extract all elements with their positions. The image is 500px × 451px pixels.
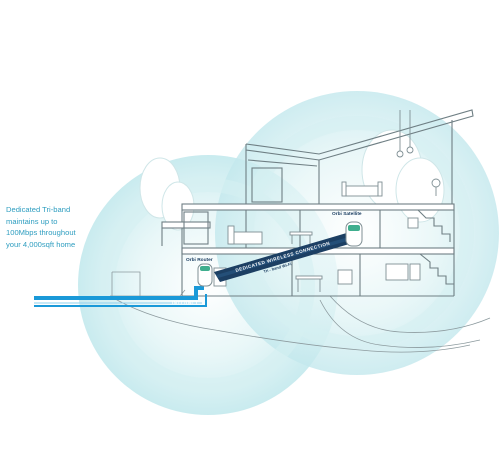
router-label: Orbi Router	[186, 257, 213, 263]
orbi-satellite: Orbi Satellite	[332, 211, 363, 247]
coverage-caption: Dedicated Tri-band maintains up to 100Mb…	[6, 204, 116, 250]
caption-line-1: Dedicated Tri-band	[6, 205, 71, 214]
internet-cable	[34, 286, 207, 307]
caption-line-3: 100Mbps throughout	[6, 228, 76, 238]
satellite-label: Orbi Satellite	[332, 211, 362, 217]
internet-label: INTERNET	[172, 300, 198, 305]
caption-line-2: maintains up to	[6, 216, 58, 226]
landscape	[109, 271, 491, 353]
furniture	[213, 110, 441, 292]
caption-line-4: your 4,000sqft home	[6, 239, 76, 249]
orbi-router: Orbi Router	[186, 257, 213, 287]
